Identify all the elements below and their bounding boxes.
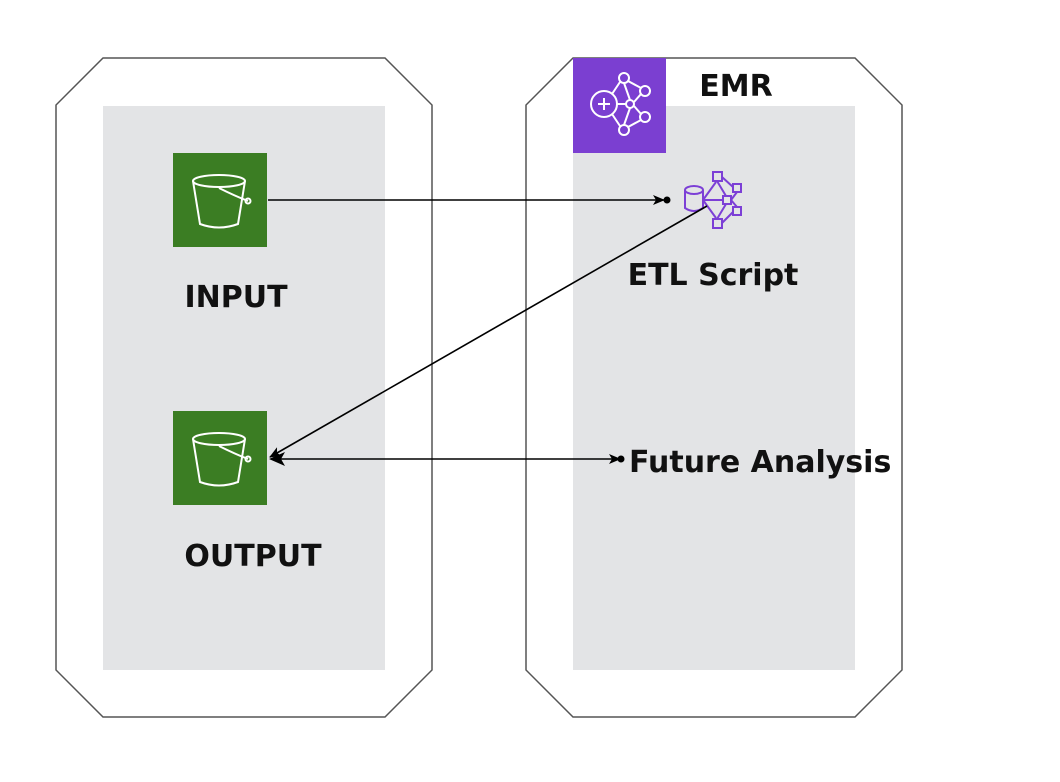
right-container [525,57,903,718]
left-container [55,57,433,718]
etl-script-label: ETL Script [628,258,799,293]
output-label: OUTPUT [184,539,322,574]
s3-bucket-icon [173,153,267,247]
right-panel [573,106,855,670]
etl-script-icon [684,171,742,229]
edge-endpoint-dot [663,196,671,204]
edge-etl-to-output [269,205,708,458]
input-label: INPUT [184,280,288,315]
s3-bucket-icon [173,411,267,505]
emr-icon [573,58,666,153]
edge-analysis-to-output-arrowhead [269,452,285,466]
edge-endpoint-dot [617,455,625,463]
edges [268,195,708,466]
emr-label: EMR [699,69,772,104]
future-analysis-label: Future Analysis [629,445,891,480]
